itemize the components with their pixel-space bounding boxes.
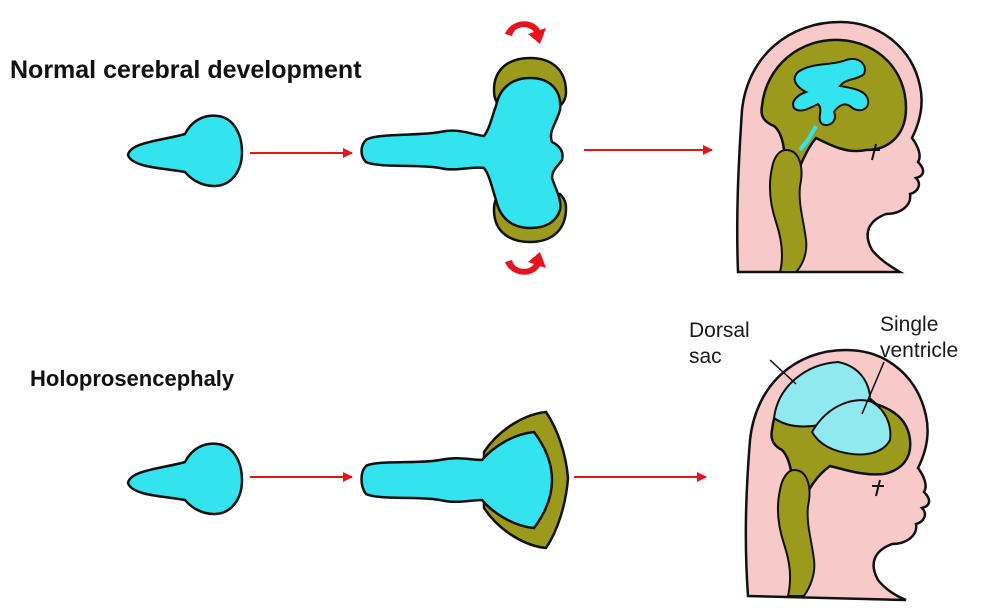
label-single-ventricle-line2: ventricle [880,338,958,364]
normal-stage1-neural-tube [128,116,242,186]
normal-head [737,22,923,272]
label-dorsal-sac-line2: sac [689,344,750,370]
holo-head [746,350,929,600]
title-holoprosencephaly: Holoprosencephaly [30,366,234,392]
holo-stage2-single-ventricle [362,432,553,528]
title-normal-cerebral-development: Normal cerebral development [10,56,362,85]
label-dorsal-sac: Dorsal sac [689,318,750,370]
label-single-ventricle: Single ventricle [880,312,958,364]
normal-stage2-ventricle [362,78,563,228]
label-dorsal-sac-line1: Dorsal [689,318,750,344]
label-single-ventricle-line1: Single [880,312,958,338]
holo-stage1-neural-tube [128,444,242,514]
normal-stage2-vesicles [362,21,567,274]
holo-stage2-fused-prosencephalon [362,412,569,548]
normal-rotation-arrow-bottom [505,252,546,275]
normal-rotation-arrow-top [505,21,546,44]
